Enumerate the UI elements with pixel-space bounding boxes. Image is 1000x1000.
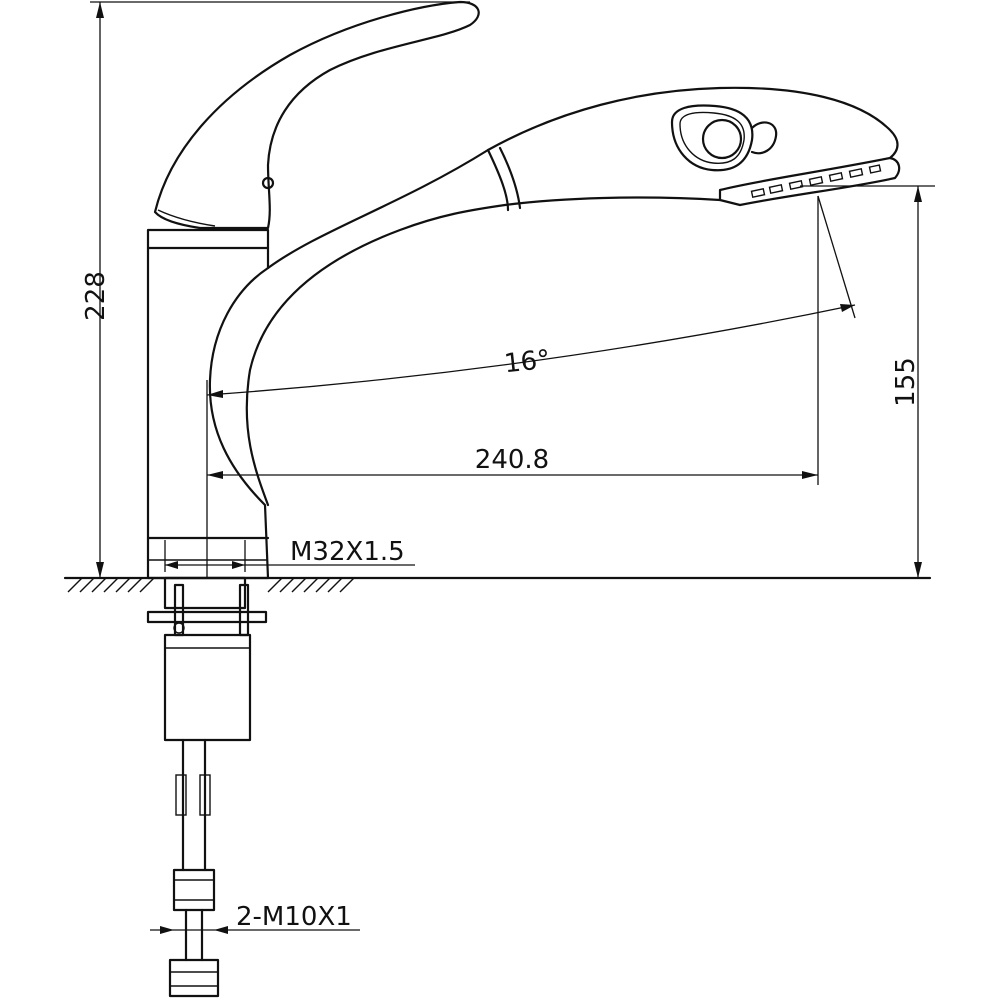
swivel-angle-label: 16° (503, 345, 552, 380)
dimension-hose-thread: 2-M10X1 (150, 902, 360, 934)
mounting-assembly (146, 576, 268, 742)
dimension-swivel-angle: 16° (206, 195, 856, 398)
mount-thread-label: M32X1.5 (290, 537, 405, 567)
spout-height-label: 155 (891, 357, 921, 407)
lever-handle (153, 0, 480, 230)
dimension-total-height: 228 (81, 1, 470, 578)
spout-reach-label: 240.8 (475, 445, 549, 475)
supply-hoses (168, 738, 220, 998)
hose-thread-label: 2-M10X1 (236, 902, 352, 932)
dimension-spout-reach: 240.8 (206, 196, 819, 578)
pull-out-spout (245, 86, 901, 507)
faucet-body (146, 228, 270, 580)
total-height-label: 228 (81, 271, 111, 321)
dimension-spout-height: 155 (800, 185, 935, 578)
deck-surface (63, 576, 932, 593)
dimension-mount-thread: M32X1.5 (164, 537, 415, 572)
